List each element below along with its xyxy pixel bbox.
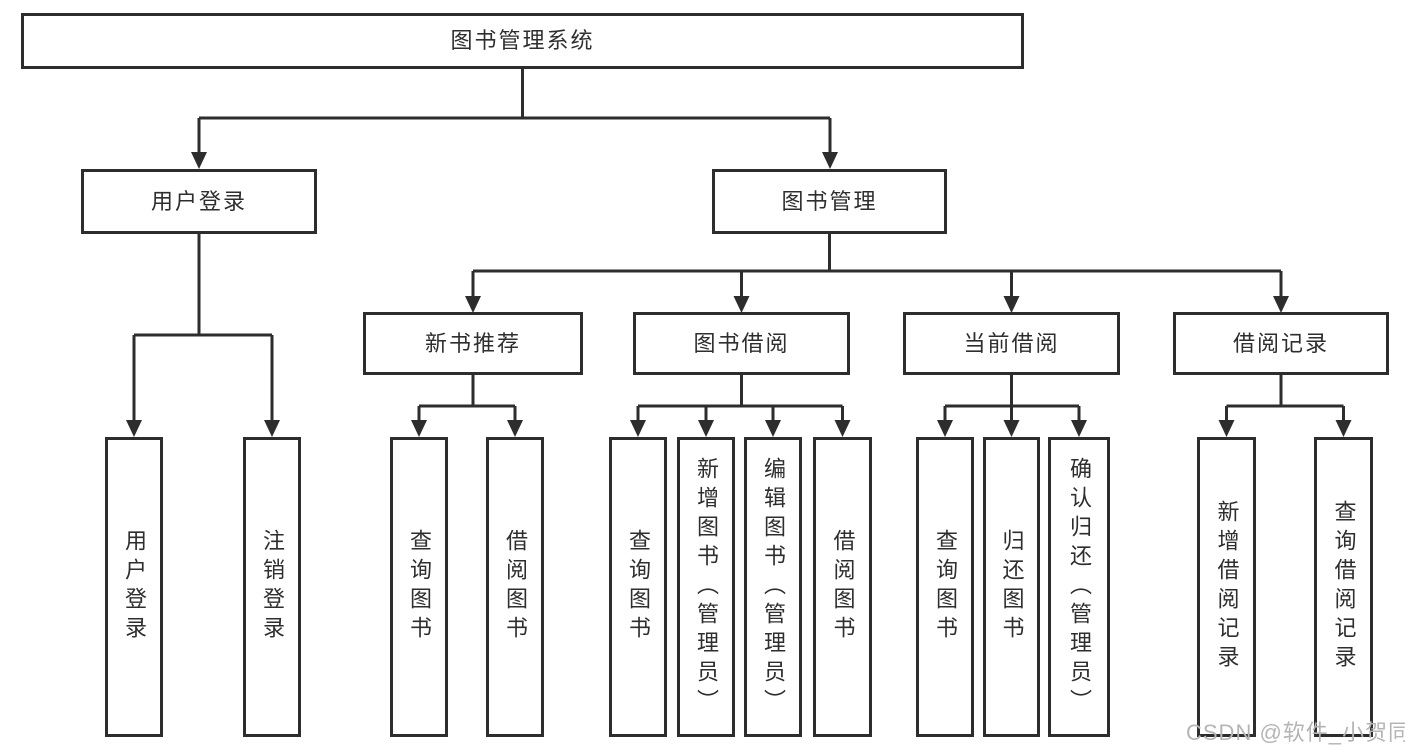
leaf-logout: 注销登录 xyxy=(243,437,301,737)
leaf-edit-book-admin: 编辑图书（管理员） xyxy=(744,437,802,737)
leaf-query-borrow-record: 查询借阅记录 xyxy=(1314,437,1373,737)
leaf-add-borrow-record: 新增借阅记录 xyxy=(1197,437,1256,737)
node-label: 归还图书 xyxy=(999,529,1025,645)
node-label: 查询图书 xyxy=(626,529,651,645)
node-label: 图书管理系统 xyxy=(450,28,595,53)
csdn-watermark: CSDN @软件_小贺同学 xyxy=(1186,720,1405,745)
node-book-borrow: 图书借阅 xyxy=(633,312,850,375)
node-label: 当前借阅 xyxy=(963,330,1060,356)
node-user-login: 用户登录 xyxy=(81,169,317,234)
node-borrow-records: 借阅记录 xyxy=(1173,312,1389,375)
node-label: 查询图书 xyxy=(933,529,958,645)
leaf-user-login: 用户登录 xyxy=(105,437,163,737)
node-label: 新增借阅记录 xyxy=(1214,500,1240,674)
leaf-add-book-admin: 新增图书（管理员） xyxy=(677,437,735,737)
node-label: 用户登录 xyxy=(122,529,147,645)
node-new-book-recommend: 新书推荐 xyxy=(363,312,583,375)
node-label: 借阅图书 xyxy=(830,529,856,645)
node-label: 新增图书（管理员） xyxy=(694,456,719,718)
node-current-borrow: 当前借阅 xyxy=(903,312,1120,375)
node-label: 注销登录 xyxy=(260,529,285,645)
node-label: 借阅图书 xyxy=(503,529,528,645)
leaf-borrow-books: 借阅图书 xyxy=(813,437,872,737)
leaf-borrow-books-recommend: 借阅图书 xyxy=(486,437,544,737)
node-label: 确认归还（管理员） xyxy=(1067,456,1092,718)
node-label: 借阅记录 xyxy=(1232,330,1329,356)
leaf-query-books-current: 查询图书 xyxy=(916,437,974,737)
leaf-confirm-return-admin: 确认归还（管理员） xyxy=(1048,437,1110,737)
node-label: 编辑图书（管理员） xyxy=(761,456,786,718)
node-label: 图书管理 xyxy=(781,188,878,214)
node-label: 新书推荐 xyxy=(424,330,521,356)
node-label: 查询图书 xyxy=(407,529,432,645)
node-label: 查询借阅记录 xyxy=(1331,500,1357,674)
leaf-query-books-borrow: 查询图书 xyxy=(609,437,667,737)
leaf-return-book: 归还图书 xyxy=(983,437,1040,737)
node-book-management: 图书管理 xyxy=(712,169,947,234)
leaf-query-books-recommend: 查询图书 xyxy=(390,437,448,737)
node-label: 图书借阅 xyxy=(693,330,790,356)
node-library-management-system: 图书管理系统 xyxy=(21,13,1024,69)
node-label: 用户登录 xyxy=(150,188,247,214)
